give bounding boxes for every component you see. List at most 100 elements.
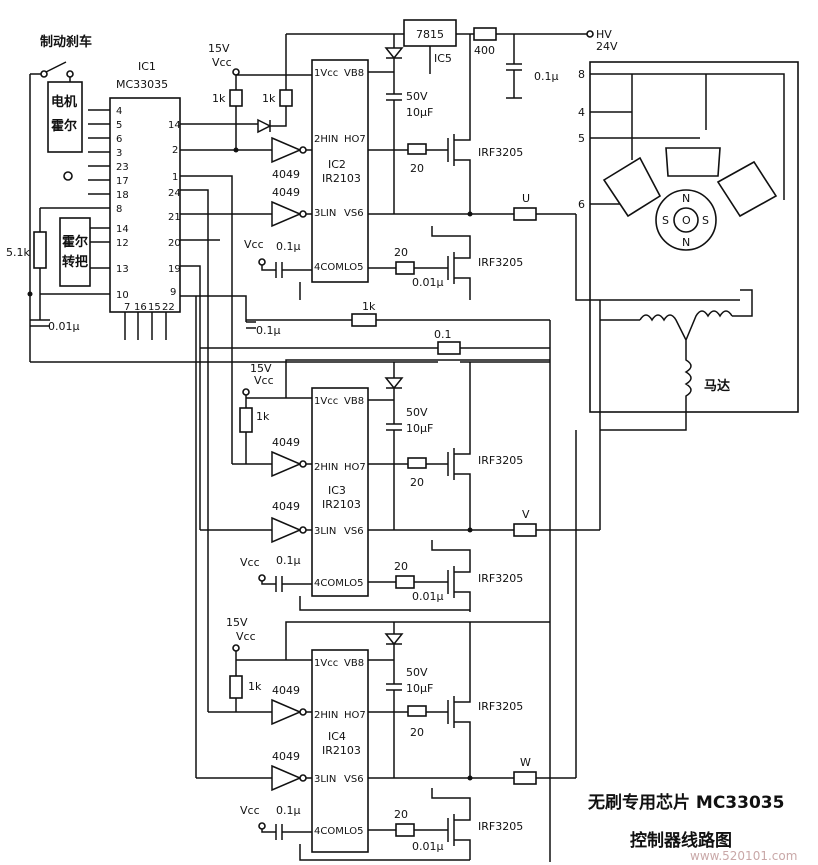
mosfet-high-icon <box>368 34 471 214</box>
diagram-title-line-2: 控制器线路图 <box>630 830 732 851</box>
inverter-bubble <box>299 146 307 154</box>
ic4-body <box>311 649 369 853</box>
magnet-s-left: S <box>662 214 669 227</box>
ic1-pin-r14: 14 <box>168 120 181 131</box>
resistor-1k-c <box>239 407 253 433</box>
resistor-20-low <box>395 823 415 837</box>
driver-stage-ic3: 1Vcc VB8 2HIN HO7 IC3 IR2103 3LIN VS6 4C… <box>200 359 600 612</box>
ic2-supply-wires <box>235 74 312 150</box>
ic2-pin-ho7: HO7 <box>344 134 366 145</box>
hall-pin-4: 4 <box>578 106 585 119</box>
hall-wires <box>590 73 785 205</box>
regulator-7815 <box>403 19 457 47</box>
ic1-name: IC1 <box>138 60 156 73</box>
c-01-label-ic3: 0.1μ <box>276 554 301 567</box>
mosfet-label-low: IRF3205 <box>478 572 523 585</box>
ic1-pin-r19: 19 <box>168 264 181 275</box>
vcc-terminal <box>258 822 266 830</box>
regulator-label: 7815 <box>416 28 444 41</box>
ic5-label: IC5 <box>434 52 452 65</box>
hall-pin-5: 5 <box>578 132 585 145</box>
ic3-input-wires <box>200 463 312 531</box>
ic3-pin-1vcc: 1Vcc <box>314 396 338 407</box>
resistor-01 <box>437 341 461 355</box>
vcc-label-2: Vcc <box>254 374 274 387</box>
led-wire <box>180 120 287 127</box>
v15-label-2: 15V <box>250 362 272 375</box>
motor-lead-wires <box>600 289 753 431</box>
cap-50v-label: 50V <box>406 666 428 679</box>
ic1-pin-r2: 2 <box>172 145 178 156</box>
ic4-name: IC4 <box>328 730 346 743</box>
resistor-1k-sense <box>351 313 377 327</box>
motor-hall-connector: 电机 霍尔 <box>47 81 83 153</box>
ic1-pin-r21: 21 <box>168 212 181 223</box>
junction <box>467 211 473 217</box>
ic4-pin-ho7: HO7 <box>344 710 366 721</box>
resistor-1k-a <box>229 89 243 107</box>
hv-label: HV <box>596 28 612 41</box>
hall-sensor-right <box>716 160 778 218</box>
ic1: IC1 MC33035 4 5 6 3 23 17 18 8 14 12 13 … <box>40 60 181 340</box>
inverter-icon <box>271 698 302 726</box>
ic1-pin-6: 6 <box>116 134 122 145</box>
r-400-label: 400 <box>474 44 495 57</box>
vcc-terminal <box>258 258 266 266</box>
ic1-bottom-wires <box>124 312 167 340</box>
ic4-pin-1vcc: 1Vcc <box>314 658 338 669</box>
resistor-w <box>513 771 537 785</box>
motor-region: 8 4 5 6 N N S S O 马达 <box>578 61 799 431</box>
cap-50v-label: 50V <box>406 90 428 103</box>
cap-01-ic2 <box>261 262 312 278</box>
hall-handle-label-1: 霍尔 <box>62 234 88 250</box>
vcc-label-ic2-low: Vcc <box>244 238 264 251</box>
ic3-pin-2hin: 2HIN <box>314 462 338 473</box>
ic3-pin-vb8: VB8 <box>344 396 364 407</box>
ic2-name: IC2 <box>328 158 346 171</box>
ic1-left-wires <box>40 109 110 295</box>
mosfet-label-high: IRF3205 <box>478 700 523 713</box>
magnet-s-right: S <box>702 214 709 227</box>
hall-sensor-left <box>602 156 662 218</box>
bootstrap-wires <box>368 362 402 530</box>
mosfet-low-icon <box>368 540 471 612</box>
led-icon <box>257 118 272 134</box>
ic1-pin-23: 23 <box>116 162 129 173</box>
bootstrap-wires <box>368 34 402 214</box>
driver-stage-ic4: 1Vcc VB8 2HIN HO7 IC4 IR2103 3LIN VS6 4C… <box>196 616 576 860</box>
resistor-u <box>513 207 537 221</box>
ic1-pin-3: 3 <box>116 148 122 159</box>
ic2-supply: 15V Vcc 1k 1k <box>180 42 312 153</box>
ic1-pin-8: 8 <box>116 204 122 215</box>
ic1-pin-15: 15 <box>148 302 161 313</box>
c-01-label-ic2: 0.1μ <box>276 240 301 253</box>
r-20-label-low: 20 <box>394 808 408 821</box>
inverter-icon <box>271 136 302 164</box>
inverter-label: 4049 <box>272 500 300 513</box>
cap-10u-label: 10μF <box>406 106 433 119</box>
inverter-label: 4049 <box>272 750 300 763</box>
vcc-terminal-3 <box>232 644 240 652</box>
resistor-1k-b <box>279 89 293 107</box>
motor-hall-label-2: 霍尔 <box>51 118 77 134</box>
vcc-label-ic3-low: Vcc <box>240 556 260 569</box>
cap-10u-label: 10μF <box>406 682 433 695</box>
mosfet-label-high: IRF3205 <box>478 454 523 467</box>
ic1-pin-7: 7 <box>124 302 130 313</box>
c-001-label-ic4: 0.01μ <box>412 840 444 853</box>
cap-50v-label: 50V <box>406 406 428 419</box>
v15-label-3: 15V <box>226 616 248 629</box>
inverter-label: 4049 <box>272 186 300 199</box>
ic1-pin-4: 4 <box>116 106 122 117</box>
mosfet-low-icon <box>368 226 471 300</box>
ic4-pin-lo5: LO5 <box>344 826 363 837</box>
signal-buses <box>180 175 740 862</box>
phase-w-label: W <box>520 756 531 769</box>
ic3-pin-ho7: HO7 <box>344 462 366 473</box>
rotor-core <box>673 207 699 233</box>
resistor-1k-d <box>229 675 243 699</box>
ic1-pin-12: 12 <box>116 238 129 249</box>
ic1-pin-22: 22 <box>162 302 175 313</box>
left-passives: 5.1k 0.01μ <box>6 100 200 363</box>
